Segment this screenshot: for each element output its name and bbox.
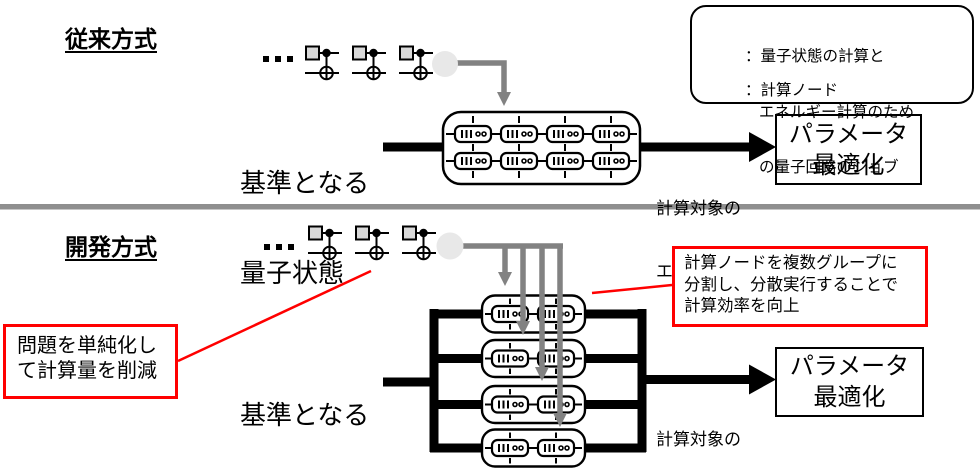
compute-node-icon [453, 151, 493, 171]
distribute-line3: 計算効率を向上 [684, 297, 800, 315]
legend-job-line1: ：量子状態の計算と [745, 48, 885, 65]
compute-node-icon [591, 124, 631, 144]
compute-node-icon [536, 395, 576, 414]
legend-box [690, 5, 974, 104]
quantum-state-circle [436, 232, 464, 260]
cluster-link-ticks [446, 116, 637, 178]
parameter-optimization-box-top: パラメータ 最適化 [775, 114, 922, 185]
node-group-1 [480, 294, 587, 334]
simplify-line2: て計算量を削減 [17, 360, 157, 382]
developed-method-title: 開発方式 [65, 234, 157, 260]
legend-node-label: ：計算ノード [745, 82, 839, 99]
simplify-callout-box: 問題を単純化し て計算量を削減 [3, 324, 178, 399]
compute-node-icon [591, 151, 631, 171]
base-quantum-state-label-top: 基準となる 量子状態 [240, 108, 369, 318]
param-line2: 最適化 [813, 384, 886, 411]
simplify-callout-line [177, 269, 372, 363]
compute-node-icon [453, 124, 493, 144]
quantum-state-circle [432, 51, 458, 77]
compute-node-icon [499, 124, 539, 144]
base-state-line2: 量子状態 [240, 258, 345, 288]
legend-job-label: ：量子状態の計算と エネルギー計算のため の量子回路のジョブ [745, 11, 914, 196]
compute-node-icon [499, 151, 539, 171]
distribute-line1: 計算ノードを複数グループに [684, 254, 898, 272]
target-energy-label-bottom: 計算対象の エネルギー [656, 387, 741, 475]
base-quantum-state-label-bottom: 基準となる 量子状態 [240, 340, 369, 475]
param-line1: パラメータ [788, 120, 909, 148]
energy-line1: 計算対象の [656, 199, 741, 218]
conventional-job-icons [263, 45, 434, 81]
simplify-callout-text: 問題を単純化し て計算量を削減 [6, 327, 175, 384]
node-group-3 [480, 384, 587, 425]
compute-node-icon [490, 438, 530, 458]
legend-job-line3: の量子回路のジョブ [759, 159, 899, 176]
energy-line1: 計算対象の [656, 430, 741, 449]
param-line1: パラメータ [789, 353, 910, 380]
distributed-job-arrows [450, 243, 567, 427]
quantum-circuit-job-icon [398, 45, 434, 81]
legend-job-line2: エネルギー計算のため [759, 103, 915, 121]
simplify-line1: 問題を単純化し [17, 335, 157, 357]
distribute-line2: 分割し、分散実行することで [684, 275, 899, 294]
conventional-method-title: 従来方式 [65, 26, 157, 52]
node-group-4 [480, 428, 587, 468]
distribute-callout-line [591, 283, 673, 295]
conventional-job-arrow [448, 60, 511, 106]
compute-node-icon [490, 395, 530, 414]
compute-node-icon [545, 151, 585, 171]
param-line2: 最適化 [812, 151, 885, 179]
distribute-callout-text: 計算ノードを複数グループに 分割し、分散実行することで 計算効率を向上 [675, 249, 925, 318]
compute-node-icon [545, 124, 585, 144]
conventional-flow-lines [383, 132, 776, 162]
distribute-callout-box: 計算ノードを複数グループに 分割し、分散実行することで 計算効率を向上 [672, 246, 928, 327]
quantum-circuit-job-icon [401, 225, 437, 261]
node-group-2 [480, 338, 587, 379]
section-divider [0, 204, 980, 210]
compute-node-icon [536, 438, 576, 458]
ellipsis-icon [264, 244, 270, 250]
developed-job-icons [264, 225, 437, 261]
conventional-node-cluster [441, 110, 642, 186]
base-state-line1: 基準となる [240, 168, 370, 198]
ellipsis-icon [263, 56, 269, 62]
parameter-optimization-box-bottom: パラメータ 最適化 [775, 347, 924, 417]
quantum-circuit-job-icon [304, 45, 340, 81]
quantum-circuit-job-icon [351, 45, 387, 81]
base-state-line1: 基準となる [240, 400, 370, 430]
compute-node-icon [490, 349, 530, 368]
